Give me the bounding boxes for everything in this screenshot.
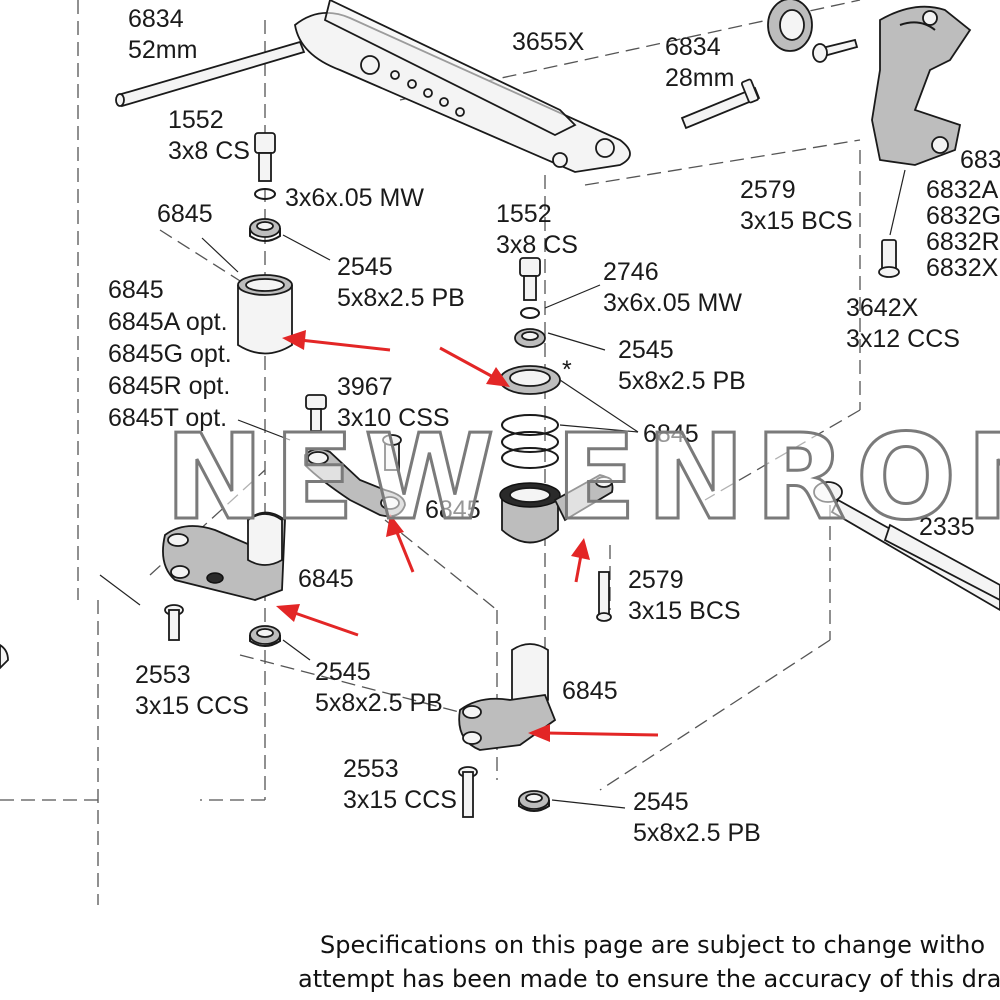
- label-6845-left-arm: 6845: [298, 565, 354, 593]
- bearing-2545-bottom: [518, 790, 550, 812]
- label-1552-center-size: 3x8 CS: [496, 231, 578, 259]
- label-3642x-num: 3642X: [846, 294, 919, 322]
- label-6845g-opt: 6845G opt.: [108, 340, 232, 368]
- partial-part-left-edge: [0, 643, 9, 670]
- label-6832g: 6832G: [926, 202, 1000, 230]
- bearing-2545-left-top: [249, 218, 281, 242]
- label-2545-left-bottom-size: 5x8x2.5 PB: [315, 689, 443, 717]
- label-6845-center-left: 6845: [425, 496, 481, 524]
- label-6834-28mm-num: 6834: [665, 33, 721, 61]
- footer-line-1: Specifications on this page are subject …: [320, 931, 985, 959]
- footer-disclaimer: Specifications on this page are subject …: [298, 931, 1000, 993]
- label-mw-left: 3x6x.05 MW: [285, 184, 424, 212]
- washer-2746: [520, 307, 540, 319]
- label-1552-center-num: 1552: [496, 200, 552, 228]
- label-6845-top-left: 6845: [157, 200, 213, 228]
- label-2746-num: 2746: [603, 258, 659, 286]
- screw-2579-center: [596, 571, 612, 622]
- drag-link-6845: [304, 434, 406, 518]
- arrow-sleeve: [282, 330, 391, 352]
- screw-3642x: [878, 239, 900, 278]
- pin-6834-28mm: [680, 78, 761, 130]
- label-6845-options-base: 6845: [108, 276, 164, 304]
- steering-arm-6845-bottom: [458, 643, 557, 751]
- label-683: 683: [960, 146, 1000, 174]
- label-3642x-size: 3x12 CCS: [846, 325, 960, 353]
- label-2579-center-size: 3x15 BCS: [628, 597, 741, 625]
- suspension-arm-3655x: [294, 0, 631, 173]
- label-2553-left-num: 2553: [135, 661, 191, 689]
- footer-line-2: attempt has been made to ensure the accu…: [298, 965, 1000, 993]
- label-2579-top-num: 2579: [740, 176, 796, 204]
- screw-1552-left: [254, 132, 276, 182]
- arrow-bellcrank: [571, 538, 590, 583]
- watermark: NEW ENRON: [165, 408, 1000, 546]
- bearing-2545-center: [514, 328, 546, 348]
- label-6832a: 6832A: [926, 176, 999, 204]
- label-2545-center-size: 5x8x2.5 PB: [618, 367, 746, 395]
- arrow-left-arm: [276, 604, 359, 637]
- bearing-large-center: [499, 365, 561, 395]
- dashed-guides: [0, 0, 861, 905]
- screw-2553-bottom: [458, 766, 478, 818]
- steering-knuckle-6832: [871, 5, 972, 166]
- label-3967-num: 3967: [337, 373, 393, 401]
- bellcrank-6845-center: [499, 474, 614, 544]
- arrow-drag-link: [386, 514, 415, 573]
- label-6834-52mm-size: 52mm: [128, 36, 197, 64]
- arrow-bottom-arm: [528, 724, 659, 742]
- screw-1552-center: [519, 257, 541, 301]
- label-2553-bottom-size: 3x15 CCS: [343, 786, 457, 814]
- label-6834-28mm-size: 28mm: [665, 64, 734, 92]
- steering-arm-6845-left: [162, 511, 286, 601]
- label-6845t-opt: 6845T opt.: [108, 404, 227, 432]
- label-6845a-opt: 6845A opt.: [108, 308, 228, 336]
- label-2545-left-top-num: 2545: [337, 253, 393, 281]
- label-2579-top-size: 3x15 BCS: [740, 207, 853, 235]
- label-3967-size: 3x10 CSS: [337, 404, 450, 432]
- label-2579-center-num: 2579: [628, 566, 684, 594]
- label-6834-52mm-num: 6834: [128, 5, 184, 33]
- label-2545-left-bottom-num: 2545: [315, 658, 371, 686]
- label-2545-left-top-size: 5x8x2.5 PB: [337, 284, 465, 312]
- spring-center: [501, 414, 559, 469]
- bearing-2545-left-bottom: [249, 625, 281, 647]
- screw-top-right: [812, 38, 859, 63]
- highlight-arrows: [276, 330, 659, 742]
- pin-6834-52mm: [115, 40, 306, 108]
- label-asterisk: *: [562, 356, 572, 384]
- label-6845-bottom-arm: 6845: [562, 677, 618, 705]
- leader-lines: [99, 169, 906, 809]
- screw-3967: [305, 394, 327, 432]
- label-2553-bottom-num: 2553: [343, 755, 399, 783]
- label-2553-left-size: 3x15 CCS: [135, 692, 249, 720]
- label-2335: 2335: [919, 513, 975, 541]
- label-6845r-opt: 6845R opt.: [108, 372, 230, 400]
- label-2545-center-num: 2545: [618, 336, 674, 364]
- label-2545-bottom-num: 2545: [633, 788, 689, 816]
- label-6832x: 6832X: [926, 254, 999, 282]
- label-1552-left-num: 1552: [168, 106, 224, 134]
- label-2545-bottom-size: 5x8x2.5 PB: [633, 819, 761, 847]
- arrow-bearing-large: [439, 346, 510, 387]
- tie-rod-2335: [813, 481, 1000, 612]
- parts: [0, 0, 1000, 818]
- label-3655x: 3655X: [512, 28, 585, 56]
- label-6832r: 6832R: [926, 228, 1000, 256]
- label-2746-size: 3x6x.05 MW: [603, 289, 742, 317]
- label-1552-left-size: 3x8 CS: [168, 137, 250, 165]
- part-labels: 6834 52mm 3655X 6834 28mm 1552 3x8 CS 3x…: [108, 5, 1000, 847]
- bearing-top-right: [767, 0, 813, 52]
- label-6845-center-right: 6845: [643, 420, 699, 448]
- screw-2553-left: [164, 604, 184, 641]
- washer-left: [254, 188, 276, 200]
- sleeve-6845-left: [237, 274, 293, 355]
